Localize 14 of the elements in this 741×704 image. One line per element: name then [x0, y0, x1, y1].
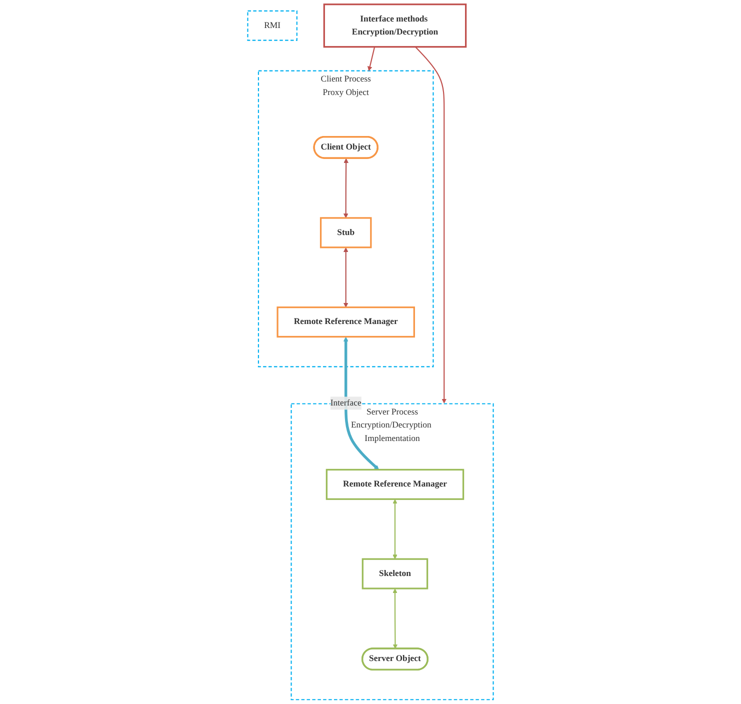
node-box: Interface methods Encryption/Decryption [323, 4, 467, 48]
node-box: Stub [320, 217, 372, 248]
arrow [414, 46, 447, 404]
edge-label: Interface [330, 398, 362, 408]
arrow [343, 247, 348, 308]
arrow [368, 46, 376, 72]
node-box: RMI [247, 10, 298, 41]
arrow [392, 588, 398, 649]
node-box: Skeleton [362, 558, 428, 590]
arrow [343, 336, 380, 470]
node-box: Remote Reference Manager [326, 468, 464, 500]
node-box: Remote Reference Manager [276, 306, 415, 338]
arrow [343, 158, 348, 218]
arrow [392, 499, 398, 560]
